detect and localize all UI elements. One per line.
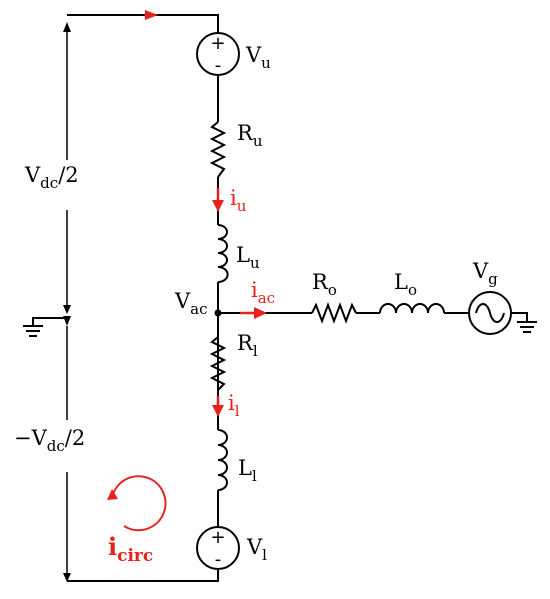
label-icirc: icirc [108, 532, 153, 566]
dimension-arrow-mid-head [63, 316, 71, 326]
il-arrow [212, 396, 224, 417]
inductor-lu [217, 224, 229, 283]
label-ll: Ll [238, 456, 257, 485]
ground-right [517, 321, 537, 333]
label-ro: Ro [312, 270, 337, 299]
label-vdc-bottom: −Vdc/2 [14, 426, 85, 455]
label-ru: Ru [237, 121, 263, 150]
label-vac: Vac [174, 289, 208, 318]
icirc-arrow [107, 475, 167, 532]
label-iu: iu [230, 186, 247, 215]
inductor-ll [217, 429, 228, 491]
label-iac: iac [251, 278, 275, 307]
svg-text:-: - [215, 549, 222, 570]
source-vg [468, 291, 512, 335]
svg-text:+: + [210, 527, 225, 548]
svg-text:+: + [210, 33, 225, 54]
label-rl: Rl [237, 331, 258, 360]
inductor-lo [379, 303, 445, 314]
iu-arrow [212, 188, 224, 212]
label-vg: Vg [472, 259, 498, 288]
label-lu: Lu [236, 243, 260, 272]
resistor-ro [311, 302, 357, 324]
source-vl: + - [196, 526, 240, 570]
vac-node [214, 309, 222, 317]
label-il: il [228, 391, 240, 420]
svg-text:-: - [215, 55, 222, 76]
top-current-arrow [145, 10, 158, 20]
source-vu: + - [196, 32, 240, 76]
ground-left [23, 317, 67, 337]
top-wire [67, 14, 219, 33]
label-lo: Lo [394, 270, 417, 299]
iac-arrow [240, 307, 267, 319]
label-vdc-top: Vdc/2 [24, 163, 79, 192]
label-vu: Vu [245, 43, 271, 72]
wires [67, 14, 528, 582]
resistor-ru [209, 121, 227, 178]
bottom-wire [67, 570, 219, 582]
label-vl: Vl [246, 535, 267, 564]
wire-vg-gnd [511, 312, 528, 322]
resistor-rl [209, 336, 227, 391]
dimension-arrow-top-head [63, 22, 71, 32]
